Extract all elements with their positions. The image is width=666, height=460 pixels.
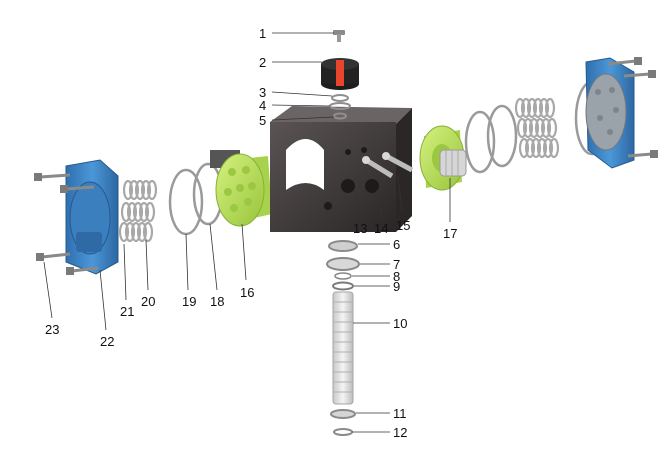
- callout-1: 1: [259, 26, 266, 41]
- callout-8: 8: [393, 269, 400, 284]
- left-piston: [210, 150, 272, 227]
- leader-lines: [43, 32, 451, 433]
- callout-12: 12: [393, 425, 407, 440]
- right-guide-ring: [439, 149, 467, 177]
- callout-18: 18: [210, 294, 224, 309]
- callout-14: 14: [374, 221, 388, 236]
- callout-15: 15: [396, 218, 410, 233]
- callout-23: 23: [45, 322, 59, 337]
- callout-21: 21: [120, 304, 134, 319]
- bottom-bearings: [326, 240, 360, 291]
- actuator-body: [270, 106, 412, 232]
- right-springs: [514, 97, 560, 159]
- left-end-cap: [65, 159, 119, 275]
- left-cap-bolts: [34, 173, 99, 275]
- callout-20: 20: [141, 294, 155, 309]
- callout-16: 16: [240, 285, 254, 300]
- callout-2: 2: [259, 55, 266, 70]
- pinion-shaft: [332, 291, 354, 405]
- callout-19: 19: [182, 294, 196, 309]
- callout-10: 10: [393, 316, 407, 331]
- callout-7: 7: [393, 257, 400, 272]
- callout-17: 17: [443, 226, 457, 241]
- callout-5: 5: [259, 113, 266, 128]
- position-indicator: [321, 58, 359, 90]
- shaft-bottom-parts: [330, 409, 356, 436]
- callout-labels: 1 2 3 4 5 6 7 8 9 10 11 12 13 14 15 16 1…: [45, 26, 457, 440]
- right-cap-bolts: [607, 57, 658, 158]
- indicator-screw: [333, 30, 345, 42]
- right-orings: [464, 104, 518, 174]
- callout-4: 4: [259, 98, 266, 113]
- callout-22: 22: [100, 334, 114, 349]
- callout-13: 13: [353, 221, 367, 236]
- left-springs: [118, 179, 158, 243]
- callout-3: 3: [259, 85, 266, 100]
- air-fittings: [362, 152, 414, 179]
- callout-6: 6: [393, 237, 400, 252]
- callout-9: 9: [393, 279, 400, 294]
- right-end-cap: [585, 57, 635, 169]
- left-orings: [168, 162, 224, 236]
- callout-11: 11: [393, 406, 407, 421]
